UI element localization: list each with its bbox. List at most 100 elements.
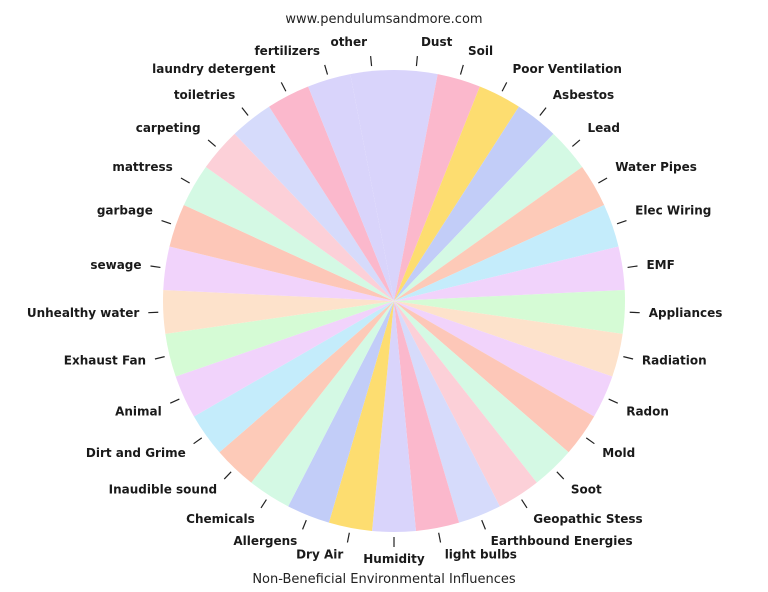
label-leader-lines (148, 56, 640, 547)
label-tick (223, 471, 232, 480)
pie-slice (394, 74, 480, 301)
pie-slice (162, 290, 394, 334)
slice-label: Appliances (649, 306, 723, 320)
slice-label: Soil (468, 44, 493, 58)
slice-label: mattress (112, 160, 172, 174)
pie-slice (394, 301, 623, 377)
slice-label: Dust (421, 35, 453, 49)
slice-label: light bulbs (445, 547, 517, 561)
slice-label: sewage (90, 258, 141, 272)
slice-label: Water Pipes (615, 160, 697, 174)
pie-slices (162, 70, 626, 532)
slice-label: Elec Wiring (635, 204, 711, 218)
pie-slice (394, 301, 537, 507)
label-tick (623, 356, 634, 360)
pie-slice (394, 301, 613, 417)
label-tick (539, 107, 547, 116)
label-tick (180, 177, 190, 184)
pie-slice (394, 301, 595, 453)
pie-slice (234, 106, 394, 301)
label-tick (207, 139, 217, 147)
pie-slice (394, 301, 569, 483)
slice-label: Mold (602, 446, 635, 460)
pie-slice (163, 246, 394, 301)
label-tick (556, 471, 565, 480)
label-tick (415, 56, 418, 67)
pie-slice (394, 301, 460, 531)
pie-slice (219, 301, 394, 483)
label-tick (370, 56, 373, 67)
slice-label: Lead (587, 121, 619, 135)
pie-slice (269, 86, 394, 301)
pie-slice (372, 301, 416, 532)
label-tick (154, 356, 165, 360)
label-tick (260, 499, 267, 509)
pie-slice (394, 70, 438, 301)
label-tick (585, 437, 595, 445)
pie-slice (394, 86, 519, 301)
label-tick (521, 499, 528, 509)
label-tick (302, 519, 307, 530)
slice-label: Earthbound Energies (491, 534, 633, 548)
slice-label: Radon (626, 405, 669, 419)
pie-slice (288, 301, 394, 523)
slice-label: Radiation (642, 353, 707, 367)
slice-label: Asbestos (553, 88, 614, 102)
label-tick (150, 265, 161, 269)
slice-label: EMF (646, 258, 674, 272)
slice-label: Geopathic Stess (533, 512, 642, 526)
label-tick (324, 64, 329, 75)
label-tick (193, 437, 203, 445)
slice-label: Poor Ventilation (512, 62, 621, 76)
site-url: www.pendulumsandmore.com (285, 12, 483, 27)
slice-label: Animal (115, 405, 162, 419)
pie-slice (193, 301, 394, 453)
slice-label: Soot (571, 482, 602, 496)
label-tick (627, 265, 638, 269)
pie-slice (328, 301, 394, 531)
chart-caption: Non-Beneficial Environmental Influences (252, 572, 516, 587)
slice-label: Chemicals (186, 512, 255, 526)
pie-slice (394, 167, 605, 301)
slice-label: Dirt and Grime (86, 446, 186, 460)
pie-slice (394, 205, 619, 301)
pie-slice (394, 290, 626, 334)
label-tick (608, 398, 619, 404)
pie-slice (183, 167, 394, 301)
pie-slice (394, 301, 500, 523)
slice-label: fertilizers (254, 44, 320, 58)
pie-slice (394, 133, 583, 301)
label-tick (161, 219, 172, 225)
pie-slice (169, 205, 394, 301)
slice-label: Dry Air (296, 547, 343, 561)
slice-label: Exhaust Fan (64, 353, 146, 367)
label-tick (241, 107, 249, 116)
pie-slice (394, 106, 554, 301)
pie-slice (350, 70, 394, 301)
slice-label: carpeting (136, 121, 201, 135)
pie-slice (251, 301, 394, 507)
slice-label: Unhealthy water (27, 306, 140, 320)
label-tick (501, 82, 508, 92)
label-tick (280, 82, 287, 92)
pie-slice (308, 74, 394, 301)
label-tick (169, 398, 180, 404)
label-tick (346, 532, 350, 543)
slice-label: Humidity (363, 552, 425, 566)
slice-label: Inaudible sound (109, 482, 217, 496)
pie-slice (175, 301, 394, 417)
slice-label: garbage (97, 204, 153, 218)
pie-slice (165, 301, 394, 377)
label-tick (598, 177, 608, 184)
label-tick (571, 139, 581, 147)
slice-label: laundry detergent (152, 62, 276, 76)
pie-slice (394, 246, 625, 301)
label-tick (459, 64, 464, 75)
label-tick (616, 219, 627, 225)
slice-label: toiletries (174, 88, 235, 102)
slice-label: Allergens (233, 534, 297, 548)
label-tick (481, 519, 486, 530)
slice-label: other (330, 35, 367, 49)
